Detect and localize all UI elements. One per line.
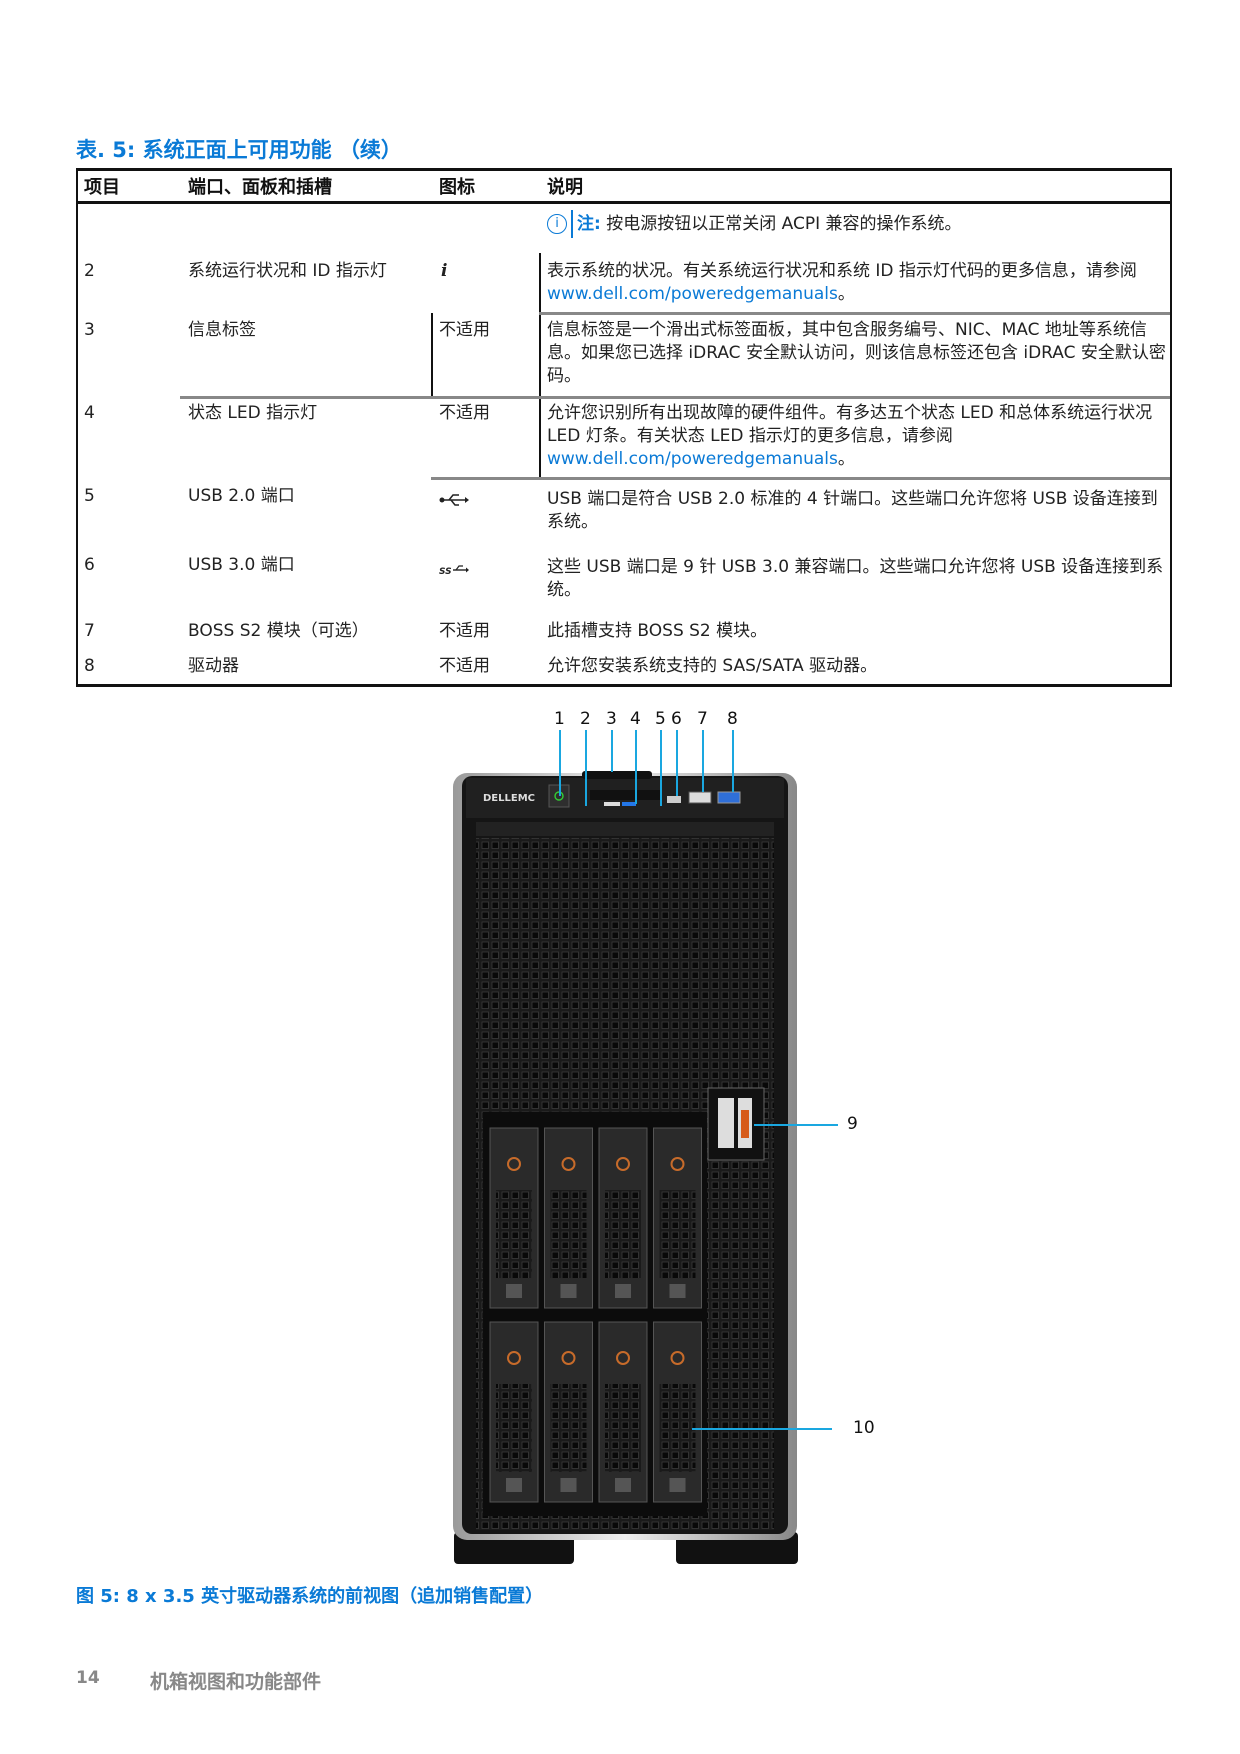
row-desc: 允许您安装系统支持的 SAS/SATA 驱动器。 bbox=[547, 656, 878, 676]
row-item: 6 bbox=[84, 555, 95, 575]
col-divider bbox=[431, 313, 433, 397]
desc-text: 表示系统的状况。有关系统运行状况和系统 ID 指示灯代码的更多信息，请参阅 bbox=[547, 261, 1137, 281]
note-bar bbox=[571, 210, 573, 238]
usb-icon bbox=[439, 494, 469, 506]
dell-emc-logo: DELLEMC bbox=[483, 793, 535, 804]
callout-3: 3 bbox=[606, 709, 617, 729]
header-icon: 图标 bbox=[439, 177, 475, 198]
row-item: 5 bbox=[84, 486, 95, 506]
callout-4: 4 bbox=[630, 709, 641, 729]
row-port: USB 3.0 端口 bbox=[188, 555, 295, 575]
row-port: 状态 LED 指示灯 bbox=[188, 403, 318, 423]
callout-2: 2 bbox=[580, 709, 591, 729]
header-port: 端口、面板和插槽 bbox=[188, 177, 332, 198]
table-left-border bbox=[76, 168, 78, 687]
row-desc: 允许您识别所有出现故障的硬件组件。有多达五个状态 LED 和总体系统运行状况 L… bbox=[547, 402, 1172, 471]
usb3-port bbox=[717, 791, 741, 804]
page-number: 14 bbox=[76, 1668, 100, 1688]
info-tag bbox=[582, 771, 652, 779]
table-bottom-border bbox=[76, 684, 1172, 687]
manuals-link[interactable]: www.dell.com/poweredgemanuals bbox=[547, 284, 838, 304]
usb2-port bbox=[688, 791, 712, 804]
row-item: 7 bbox=[84, 621, 95, 641]
row-divider bbox=[539, 312, 1170, 315]
callout-7: 7 bbox=[697, 709, 708, 729]
drive-carrier bbox=[489, 1127, 539, 1309]
col-divider bbox=[539, 253, 541, 478]
note-label: 注: bbox=[577, 214, 601, 234]
drive-carrier bbox=[598, 1127, 648, 1309]
desc-tail: 。 bbox=[837, 449, 855, 469]
row-desc: 这些 USB 端口是 9 针 USB 3.0 兼容端口。这些端口允许您将 USB… bbox=[547, 557, 1164, 600]
row-port: USB 2.0 端口 bbox=[188, 486, 295, 506]
row-desc: USB 端口是符合 USB 2.0 标准的 4 针端口。这些端口允许您将 USB… bbox=[547, 489, 1158, 532]
drive-carrier bbox=[544, 1321, 593, 1503]
callout-6: 6 bbox=[671, 709, 682, 729]
row-desc: 此插槽支持 BOSS S2 模块。 bbox=[547, 621, 768, 641]
usb3-icon: SS bbox=[439, 565, 469, 577]
row-port: BOSS S2 模块（可选） bbox=[188, 621, 369, 641]
desc-tail: 。 bbox=[837, 284, 855, 304]
header-desc: 说明 bbox=[547, 177, 583, 198]
header-bottom-border bbox=[76, 201, 1172, 204]
row-port: 信息标签 bbox=[188, 320, 256, 340]
figure-caption: 图 5: 8 x 3.5 英寸驱动器系统的前视图（追加销售配置） bbox=[76, 1586, 544, 1607]
manuals-link[interactable]: www.dell.com/poweredgemanuals bbox=[547, 449, 838, 469]
row-item: 8 bbox=[84, 656, 95, 676]
row-desc: 表示系统的状况。有关系统运行状况和系统 ID 指示灯代码的更多信息，请参阅 ww… bbox=[547, 260, 1172, 306]
table-right-border bbox=[1170, 168, 1172, 687]
desc-text: 允许您识别所有出现故障的硬件组件。有多达五个状态 LED 和总体系统运行状况 L… bbox=[547, 403, 1153, 446]
drive-cage bbox=[483, 1112, 707, 1516]
row-icon: 不适用 bbox=[439, 320, 490, 340]
row-item: 4 bbox=[84, 403, 95, 423]
row-icon: 不适用 bbox=[439, 403, 490, 423]
table-top-border bbox=[76, 168, 1172, 171]
callout-9: 9 bbox=[847, 1114, 858, 1134]
footer-section-title: 机箱视图和功能部件 bbox=[150, 1671, 322, 1693]
callout-1: 1 bbox=[554, 709, 565, 729]
callout-10: 10 bbox=[853, 1418, 875, 1438]
callout-8: 8 bbox=[727, 709, 738, 729]
row-port: 系统运行状况和 ID 指示灯 bbox=[188, 261, 387, 281]
row-icon: 不适用 bbox=[439, 621, 490, 641]
drive-carrier bbox=[653, 1321, 702, 1503]
callout-5: 5 bbox=[655, 709, 666, 729]
info-icon: i bbox=[547, 214, 567, 234]
drive-carrier bbox=[598, 1321, 648, 1503]
svg-text:SS: SS bbox=[439, 567, 452, 577]
drive-carrier bbox=[544, 1127, 593, 1309]
note-text: 按电源按钮以正常关闭 ACPI 兼容的操作系统。 bbox=[606, 214, 962, 234]
micro-usb-port bbox=[667, 796, 681, 803]
table-title: 表. 5: 系统正面上可用功能 （续） bbox=[76, 138, 402, 162]
row-icon: 不适用 bbox=[439, 656, 490, 676]
header-item: 项目 bbox=[84, 177, 120, 198]
health-id-icon: i bbox=[441, 261, 448, 281]
row-divider bbox=[180, 396, 1170, 399]
note: i 注: 按电源按钮以正常关闭 ACPI 兼容的操作系统。 bbox=[547, 210, 962, 238]
drive-carrier bbox=[489, 1321, 539, 1503]
row-divider bbox=[431, 477, 1170, 480]
row-item: 3 bbox=[84, 320, 95, 340]
row-item: 2 bbox=[84, 261, 95, 281]
drive-carrier bbox=[653, 1127, 702, 1309]
row-port: 驱动器 bbox=[188, 656, 239, 676]
row-desc: 信息标签是一个滑出式标签面板，其中包含服务编号、NIC、MAC 地址等系统信息。… bbox=[547, 320, 1166, 386]
